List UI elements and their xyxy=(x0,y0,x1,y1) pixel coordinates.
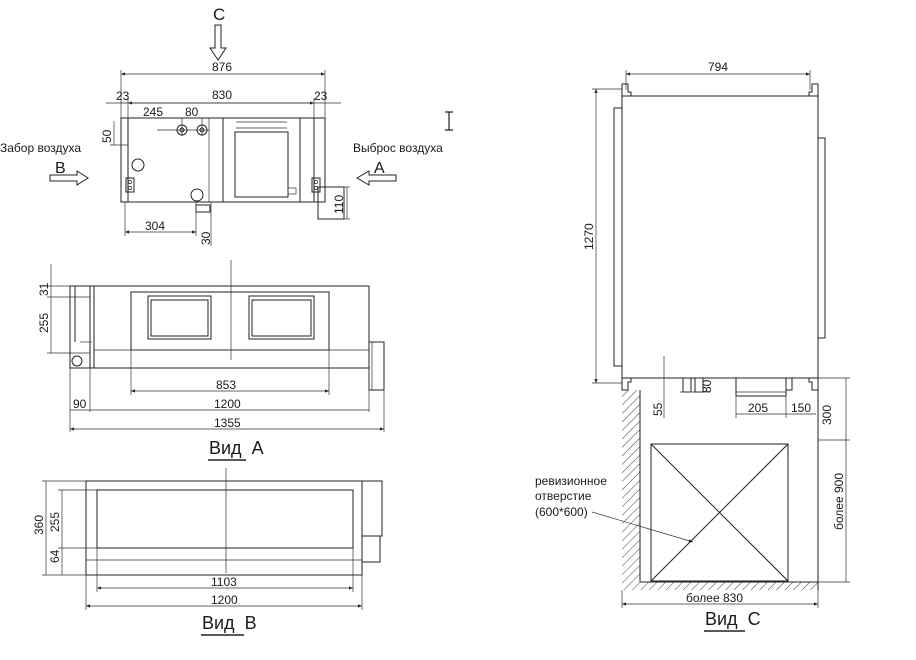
exhaust-label: Выброс воздуха xyxy=(353,141,443,155)
dim-80-pipes: 80 xyxy=(185,105,199,119)
dim-876: 876 xyxy=(212,60,232,74)
intake-letter: B xyxy=(55,160,66,177)
dim-55: 55 xyxy=(651,402,665,416)
arrow-c-icon xyxy=(209,24,227,61)
dim-23-left: 23 xyxy=(116,89,130,103)
dim-1200-b: 1200 xyxy=(211,593,238,607)
revision-label-1: ревизионное xyxy=(535,474,607,488)
dim-853: 853 xyxy=(216,378,236,392)
arrow-c-letter: C xyxy=(213,5,225,24)
exhaust-letter: A xyxy=(374,160,385,177)
dim-300: 300 xyxy=(820,405,834,425)
dim-205: 205 xyxy=(748,401,768,415)
revision-opening xyxy=(650,443,789,582)
revision-label-3: (600*600) xyxy=(535,505,588,519)
dim-64: 64 xyxy=(48,549,62,563)
view-c: 794 1270 80 55 205 150 xyxy=(535,60,850,632)
view-b-title: Вид В xyxy=(202,613,257,633)
dim-150: 150 xyxy=(791,401,811,415)
dim-clearance-900: более 900 xyxy=(832,473,846,530)
view-c-title: Вид С xyxy=(705,609,761,629)
view-a-title: Вид А xyxy=(209,438,264,458)
dim-830-top: 830 xyxy=(212,88,232,102)
view-b: 360 255 64 1103 1200 Вид В xyxy=(32,468,383,636)
dim-255-a: 255 xyxy=(37,313,51,333)
dim-80-c: 80 xyxy=(700,379,714,393)
intake-arrow-icon xyxy=(49,170,89,186)
dim-90: 90 xyxy=(73,397,87,411)
dim-1103: 1103 xyxy=(211,575,237,589)
dim-30: 30 xyxy=(199,231,213,245)
exhaust-arrow-icon xyxy=(356,170,397,186)
dim-794: 794 xyxy=(708,60,728,74)
top-view: C 876 830 23 23 245 80 xyxy=(0,5,443,246)
dim-1355: 1355 xyxy=(214,416,241,430)
intake-label: Забор воздуха xyxy=(0,141,81,155)
dim-1200-a: 1200 xyxy=(214,397,241,411)
view-a: 31 255 853 90 1200 1355 xyxy=(37,260,385,461)
revision-label-2: отверстие xyxy=(535,489,592,503)
dim-255-b: 255 xyxy=(48,512,62,532)
text-cursor-icon xyxy=(445,111,453,131)
dim-50: 50 xyxy=(100,129,114,143)
dim-110: 110 xyxy=(332,195,346,214)
dim-245: 245 xyxy=(143,105,163,119)
dim-304: 304 xyxy=(145,219,165,233)
dim-31: 31 xyxy=(37,282,51,296)
dim-1270: 1270 xyxy=(582,223,596,250)
dim-clearance-830: более 830 xyxy=(686,591,743,605)
dim-23-right: 23 xyxy=(314,89,328,103)
dim-360: 360 xyxy=(32,515,46,535)
wall-hatch xyxy=(622,390,640,582)
